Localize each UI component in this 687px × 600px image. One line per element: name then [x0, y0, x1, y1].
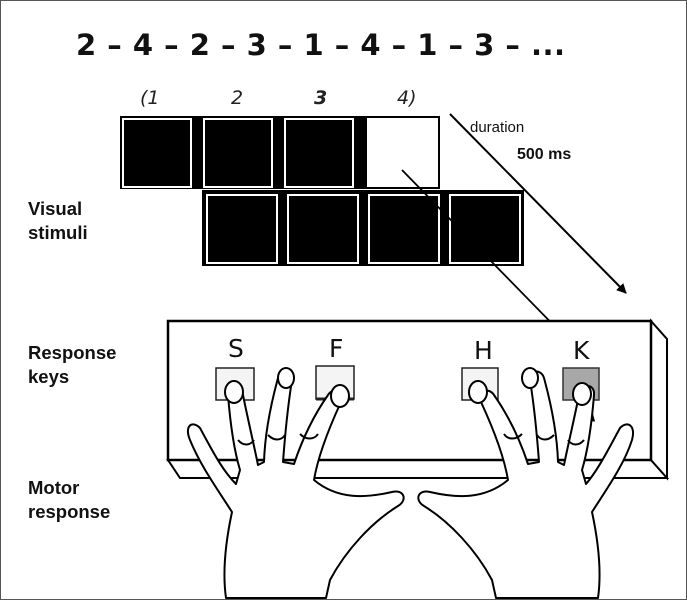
- duration-value: 500 ms: [517, 146, 572, 163]
- right-hand-knuckle-1: [567, 439, 585, 446]
- stimulus-box-2: [203, 118, 273, 188]
- left-hand-knuckle-2: [267, 434, 286, 441]
- motor-response-line2: response: [28, 501, 111, 522]
- left-hand-knuckle-3: [299, 433, 319, 440]
- right-hand-knuckle-2: [536, 434, 555, 441]
- visual-stimuli-label: Visual stimuli: [28, 197, 88, 245]
- position-label-4: 4): [397, 87, 417, 109]
- position-label-3: 3: [314, 87, 328, 109]
- stimulus-row-top: [120, 116, 440, 189]
- left-hand-knuckle-1: [237, 439, 255, 446]
- right-hand-outline: [417, 370, 634, 599]
- left-fingertip-middle: [277, 367, 295, 389]
- stimulus-box-6: [287, 194, 359, 264]
- key-label-h: H: [474, 336, 493, 365]
- motor-response-line1: Motor: [28, 477, 80, 498]
- key-label-s: S: [228, 334, 244, 363]
- position-label-1: (1: [140, 87, 160, 109]
- stimulus-row-bottom: [202, 190, 524, 266]
- target-to-key-arrow: [401, 169, 573, 345]
- right-fingertip-h: [468, 380, 488, 404]
- sequence-text: 2 – 4 – 2 – 3 – 1 – 4 – 1 – 3 – ...: [76, 28, 566, 62]
- left-fingertip-s: [224, 380, 244, 404]
- stimulus-box-8: [449, 194, 521, 264]
- right-fingertip-middle: [521, 367, 539, 389]
- key-label-f: F: [329, 334, 344, 363]
- duration-label: duration: [470, 119, 525, 136]
- visual-stimuli-line2: stimuli: [28, 222, 88, 243]
- response-keys-label: Response keys: [28, 341, 116, 389]
- visual-stimuli-line1: Visual: [28, 198, 83, 219]
- right-hand-knuckle-3: [503, 433, 523, 440]
- right-fingertip-k: [572, 382, 592, 406]
- stimulus-box-4-target: [365, 116, 440, 189]
- response-keys-line2: keys: [28, 366, 70, 387]
- position-label-2: 2: [231, 87, 244, 109]
- left-fingertip-f: [330, 384, 350, 408]
- right-hand: [417, 370, 634, 599]
- stimulus-box-7: [368, 194, 440, 264]
- stimulus-box-5: [206, 194, 278, 264]
- response-keys-line1: Response: [28, 342, 117, 363]
- duration-arrow: [449, 113, 627, 294]
- stimulus-box-1: [122, 118, 192, 188]
- motor-response-label: Motor response: [28, 476, 110, 524]
- stimulus-box-3: [284, 118, 354, 188]
- keyboard-side-face: [650, 318, 668, 481]
- key-label-k: K: [573, 336, 590, 365]
